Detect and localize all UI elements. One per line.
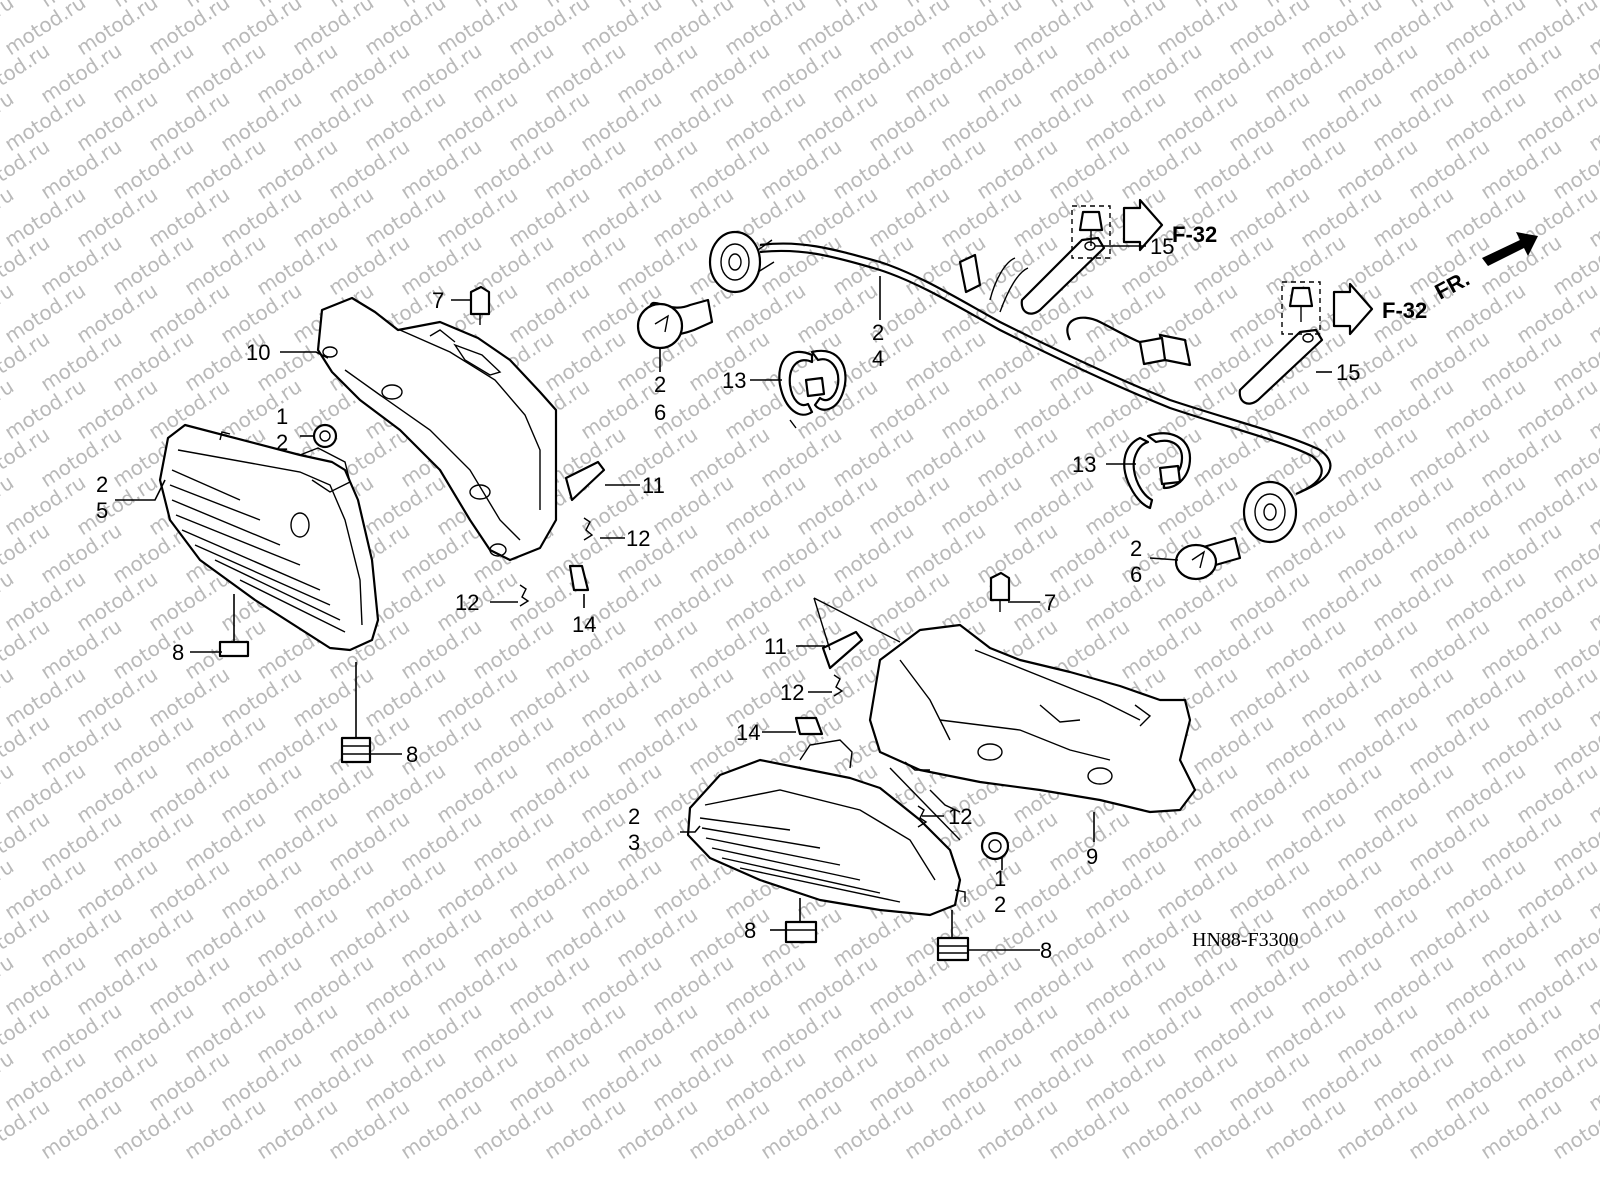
left-bulb xyxy=(636,298,714,350)
callout-label: 15 xyxy=(1150,234,1174,259)
right-lamp-fasteners xyxy=(784,571,1011,962)
callout-label: 5 xyxy=(96,498,108,523)
callout-label: 2 xyxy=(994,892,1006,917)
leader-lines xyxy=(115,245,1332,951)
callout-label: 8 xyxy=(406,742,418,767)
harness-bracket-upper xyxy=(1020,236,1106,315)
callout-label: 7 xyxy=(1044,590,1056,615)
callout-label: 15 xyxy=(1336,360,1360,385)
callout-label: 11 xyxy=(764,634,787,659)
callout-label: 12 xyxy=(780,680,804,705)
left-lamp-bracket xyxy=(316,296,558,562)
callout-label: 4 xyxy=(872,346,884,371)
callout-label: 1 xyxy=(276,404,288,429)
left-lamp-fasteners xyxy=(218,285,606,764)
harness-clamp-upper xyxy=(778,349,847,429)
callout-label: 2 xyxy=(654,372,666,397)
callout-label: 8 xyxy=(172,640,184,665)
callout-label: 8 xyxy=(1040,938,1052,963)
diagram-code: HN88-F3300 xyxy=(1192,929,1299,951)
callout-label: 14 xyxy=(736,720,760,745)
front-marker-label: FR. xyxy=(1431,266,1474,305)
left-lamp-housing xyxy=(158,423,380,652)
callout-label: 10 xyxy=(246,340,270,365)
callout-label: 1 xyxy=(994,866,1006,891)
callout-label: 14 xyxy=(572,612,596,637)
right-bulb-socket xyxy=(1242,480,1298,544)
callout-labels: 7 10 1 2 2 5 11 12 12 14 8 8 2 6 13 2 4 … xyxy=(96,234,1360,963)
harness-clamp-lower xyxy=(1123,432,1192,510)
callout-label: 6 xyxy=(1130,562,1142,587)
callout-label: 13 xyxy=(1072,452,1096,477)
callout-label: 9 xyxy=(1086,844,1098,869)
callout-label: 6 xyxy=(654,400,666,425)
callout-label: 3 xyxy=(628,830,640,855)
clip-ref-box-upper xyxy=(1071,198,1164,259)
callout-label: 2 xyxy=(628,804,640,829)
clip-ref-box-lower xyxy=(1281,281,1374,336)
callout-label: 2 xyxy=(872,320,884,345)
right-lamp-bracket xyxy=(868,623,1197,814)
callout-label: 12 xyxy=(455,590,479,615)
callout-label: 2 xyxy=(276,430,288,455)
left-bulb-socket xyxy=(708,230,775,294)
right-lamp-housing xyxy=(686,739,966,917)
section-reference-lower[interactable]: F-32 xyxy=(1382,298,1427,323)
callout-label: 12 xyxy=(948,804,972,829)
callout-label: 8 xyxy=(744,918,756,943)
section-reference-upper[interactable]: F-32 xyxy=(1172,222,1217,247)
callout-label: 2 xyxy=(1130,536,1142,561)
wire-harness xyxy=(759,242,1332,496)
callout-label: 12 xyxy=(626,526,650,551)
harness-bracket-lower xyxy=(1238,328,1324,405)
right-bulb xyxy=(1174,536,1242,581)
callout-label: 13 xyxy=(722,368,746,393)
callout-label: 7 xyxy=(432,288,444,313)
front-direction-arrow xyxy=(1482,232,1538,266)
callout-label: 11 xyxy=(642,473,665,498)
callout-label: 2 xyxy=(96,472,108,497)
